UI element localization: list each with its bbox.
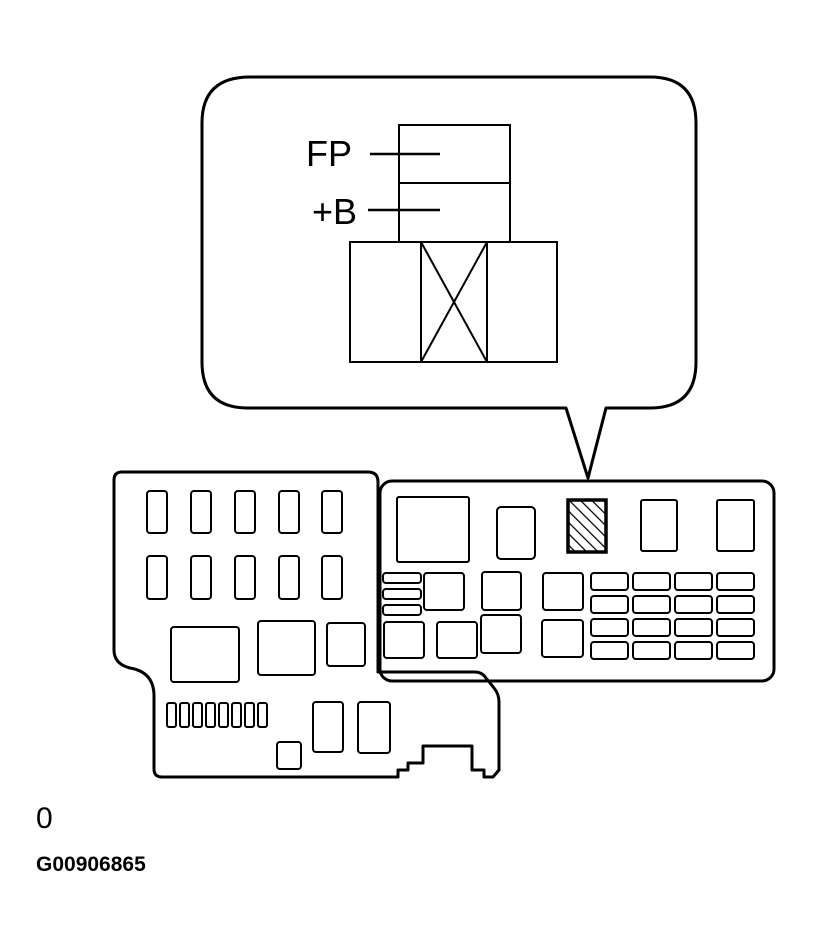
left-block-fuses [146,490,391,770]
relay-cross-b [420,241,488,363]
figure-id: G00906865 [36,853,146,876]
terminal-label-b: +B [312,191,357,232]
fuel-pump-relay-highlighted [566,498,608,554]
callout-bubble [200,75,698,480]
front-indicator: 0 [36,802,53,835]
relay-enlarged [349,124,558,363]
relay-block-right [378,479,776,683]
junction-block-left [112,470,501,779]
right-block-components [382,496,755,660]
terminal-label-fp: FP [306,133,352,174]
